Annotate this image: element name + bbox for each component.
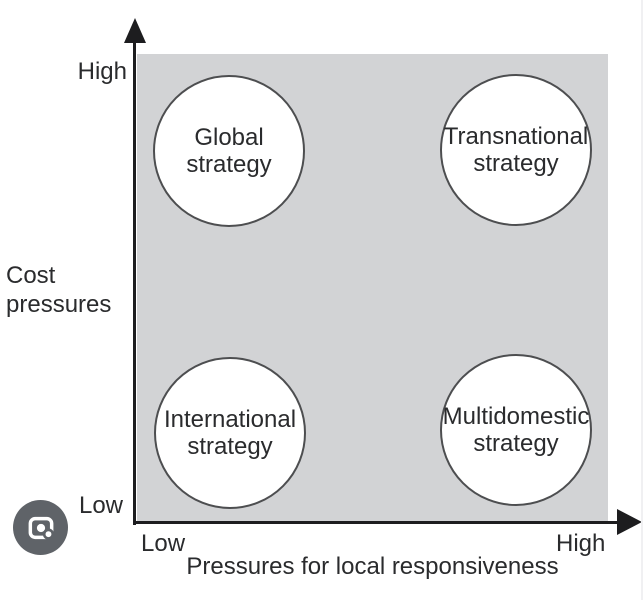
strategy-circle-international: International strategy [154,357,306,509]
strategy-circle-multidomestic: Multidomestic strategy [440,354,592,506]
x-axis-title: Pressures for local responsiveness [186,553,559,580]
strategy-name-line-2: strategy [473,150,559,177]
viewer-edge-strip [641,0,643,600]
x-axis-low-label: Low [141,530,186,557]
y-axis-title-line-1: Cost [6,262,56,289]
strategy-circle-global: Global strategy [153,75,305,227]
x-axis-high-label: High [556,530,606,557]
y-axis-low-label: Low [78,492,123,519]
x-axis-line [133,521,620,524]
y-axis-arrowhead-icon [124,18,146,43]
y-axis-line [133,28,136,525]
strategy-name-line-2: strategy [473,430,559,457]
strategy-name-line-1: Transnational [443,123,589,150]
y-axis-title: Cost pressures [6,261,111,319]
y-axis-title-line-2: pressures [6,291,112,318]
strategy-name-line-1: Global [194,124,264,151]
google-lens-icon [25,512,57,544]
strategy-name-line-2: strategy [186,151,272,178]
strategy-circle-transnational: Transnational strategy [440,74,592,226]
strategy-name-line-1: Multidomestic [442,403,590,430]
x-axis-arrowhead-icon [617,509,642,535]
strategy-name-line-1: International [163,406,297,433]
google-lens-button[interactable] [13,500,68,555]
strategy-name-line-2: strategy [187,433,273,460]
y-axis-high-label: High [77,58,127,85]
